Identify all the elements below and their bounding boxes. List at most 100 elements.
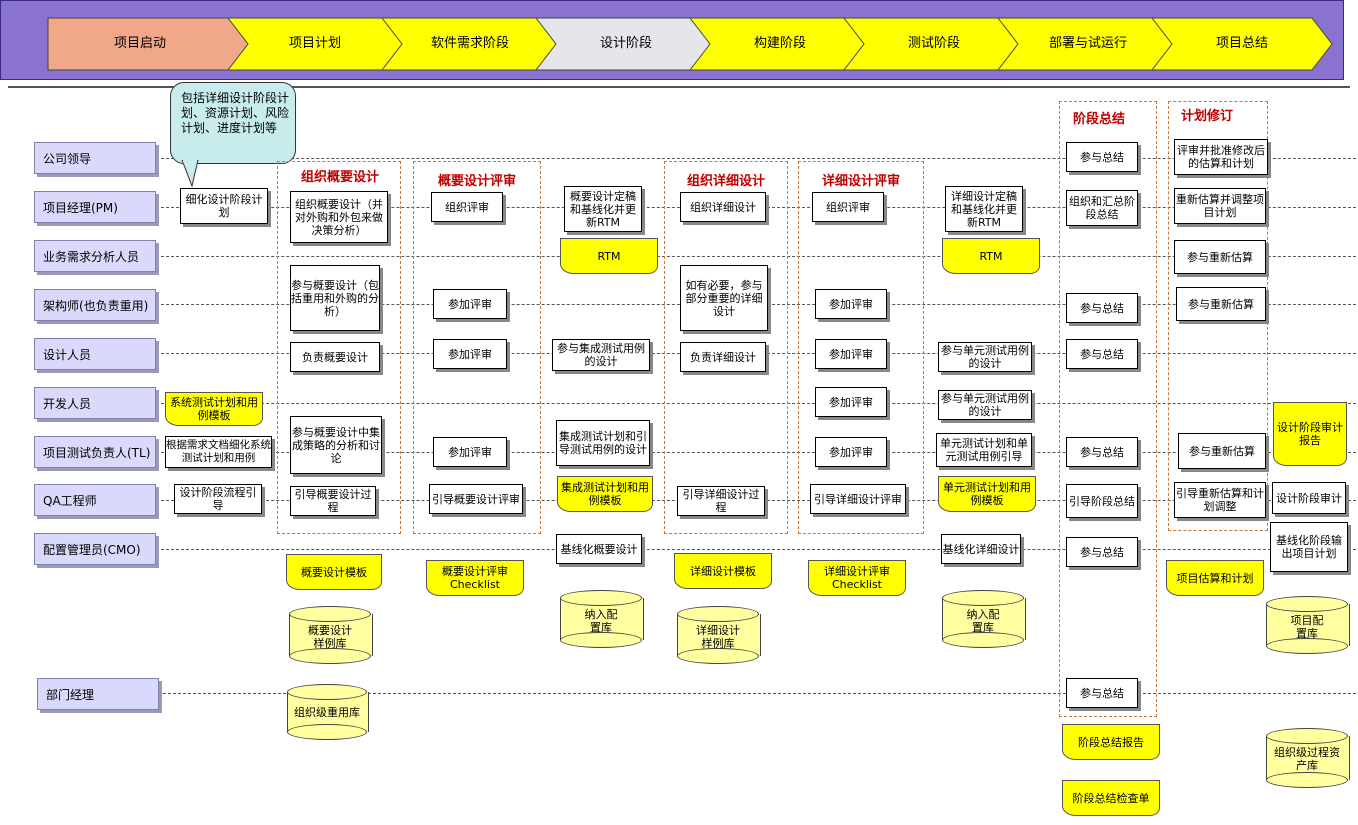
ut-template-doc[interactable]: 单元测试计划和用例模板 — [938, 476, 1036, 512]
org-reuse-db[interactable]: 组织级重用库 — [287, 684, 369, 740]
role-pm: 项目经理(PM) — [34, 191, 156, 223]
title-stage-summary: 阶段总结 — [1072, 112, 1125, 127]
baseline-detail-box[interactable]: 基线化详细设计 — [941, 534, 1021, 564]
join-review-test-1-box[interactable]: 参加评审 — [433, 437, 507, 467]
it-template-doc[interactable]: 集成测试计划和用例模板 — [557, 476, 653, 512]
rev-qa-box[interactable]: 引导重新估算和计划调整 — [1174, 482, 1266, 518]
frame-org-outline — [277, 161, 401, 534]
ut-plan-guide-box[interactable]: 单元测试计划和单元测试用例引导 — [936, 433, 1032, 467]
frame-outline-review — [413, 161, 541, 534]
it-plan-guide-box[interactable]: 集成测试计划和引导测试用例的设计 — [556, 420, 650, 466]
join-review-design-2-box[interactable]: 参加评审 — [815, 339, 887, 369]
phase-label-7: 部署与试运行 — [1048, 36, 1127, 51]
role-leader: 公司领导 — [34, 142, 156, 174]
detail-finalize-box[interactable]: 详细设计定稿和基线化并更新RTM — [945, 186, 1023, 232]
audit-report-doc[interactable]: 设计阶段审计报告 — [1273, 402, 1347, 466]
sum-design-box[interactable]: 参与总结 — [1066, 339, 1138, 369]
rev-arch-box[interactable]: 参与重新估算 — [1176, 287, 1266, 321]
guide-detail-review-box[interactable]: 引导详细设计评审 — [810, 484, 906, 514]
header-divider — [8, 86, 1350, 88]
stage-summary-checklist-doc[interactable]: 阶段总结检查单 — [1062, 780, 1160, 816]
sum-leader-box[interactable]: 参与总结 — [1066, 142, 1138, 172]
rtm-doc-1[interactable]: RTM — [560, 238, 658, 274]
rev-test-box[interactable]: 参与重新估算 — [1178, 433, 1266, 469]
role-architect: 架构师(也负责重用) — [34, 289, 156, 321]
phase-arrow-8[interactable] — [1150, 17, 1333, 71]
config-db-1-label: 纳入配置库 — [584, 608, 618, 634]
config-db-1[interactable]: 纳入配置库 — [560, 590, 644, 648]
join-review-arch-2-box[interactable]: 参加评审 — [815, 289, 887, 319]
rev-pm-box[interactable]: 重新估算并调整项目计划 — [1174, 188, 1266, 224]
frame-stage-summary — [1059, 101, 1157, 717]
sum-guide-box[interactable]: 引导阶段总结 — [1066, 484, 1138, 518]
join-it-case-box[interactable]: 参与集成测试用例的设计 — [552, 339, 650, 371]
phase-label-2: 项目计划 — [288, 36, 341, 51]
sum-test-box[interactable]: 参与总结 — [1066, 437, 1138, 467]
lane-line — [156, 158, 1356, 159]
resp-detail-box[interactable]: 负责详细设计 — [680, 342, 766, 372]
phase-label-1: 项目启动 — [113, 36, 166, 51]
lane-line — [156, 403, 1356, 404]
callout-pointer — [181, 160, 199, 188]
join-review-arch-1-box[interactable]: 参加评审 — [433, 289, 507, 319]
refine-plan-box[interactable]: 细化设计阶段计划 — [180, 188, 268, 224]
title-detail-review: 详细设计评审 — [821, 174, 900, 189]
org-review-1-box[interactable]: 组织评审 — [431, 192, 503, 222]
sum-dept-box[interactable]: 参与总结 — [1066, 678, 1138, 708]
join-ut-design-box[interactable]: 参与单元测试用例的设计 — [938, 342, 1032, 372]
stage-audit-box[interactable]: 设计阶段审计 — [1272, 482, 1346, 514]
guide-detail-box[interactable]: 引导详细设计过程 — [677, 486, 765, 516]
guide-outline-box[interactable]: 引导概要设计过程 — [290, 486, 376, 516]
frame-org-detail — [664, 161, 788, 534]
plan-callout: 包括详细设计阶段计划、资源计划、风险计划、进度计划等 — [170, 82, 296, 164]
project-config-db[interactable]: 项目配置库 — [1266, 596, 1350, 654]
outline-finalize-box[interactable]: 概要设计定稿和基线化并更新RTM — [564, 186, 642, 232]
join-detail-box[interactable]: 如有必要，参与部分重要的详细设计 — [680, 265, 768, 331]
rev-leader-box[interactable]: 评审并批准修改后的估算和计划 — [1174, 139, 1268, 175]
outline-template-doc[interactable]: 概要设计模板 — [286, 554, 382, 590]
guide-outline-review-box[interactable]: 引导概要设计评审 — [429, 484, 523, 514]
rev-ba-box[interactable]: 参与重新估算 — [1174, 240, 1266, 274]
detail-review-checklist-doc[interactable]: 详细设计评审Checklist — [808, 560, 906, 596]
project-config-label: 项目配置库 — [1290, 614, 1324, 640]
role-designer: 设计人员 — [34, 338, 156, 370]
phase-label-6: 测试阶段 — [907, 36, 960, 51]
resp-outline-box[interactable]: 负责概要设计 — [290, 342, 380, 372]
join-outline-test-box[interactable]: 参与概要设计中集成策略的分析和讨论 — [290, 416, 382, 474]
est-plan-doc[interactable]: 项目估算和计划 — [1166, 560, 1264, 596]
detail-samples-label: 详细设计样例库 — [696, 624, 740, 650]
guide-process-box[interactable]: 设计阶段流程引导 — [174, 484, 262, 514]
baseline-outline-box[interactable]: 基线化概要设计 — [556, 534, 642, 564]
detail-template-doc[interactable]: 详细设计模板 — [674, 553, 772, 589]
baseline-output-box[interactable]: 基线化阶段输出项目计划 — [1270, 522, 1348, 572]
sys-test-template-doc[interactable]: 系统测试计划和用例模板 — [165, 392, 263, 426]
config-db-2[interactable]: 纳入配置库 — [942, 590, 1026, 648]
org-outline-design-box[interactable]: 组织概要设计（并对外购和外包来做决策分析） — [290, 191, 388, 243]
org-review-2-box[interactable]: 组织评审 — [812, 192, 884, 222]
test-plan-refine-box[interactable]: 根据需求文档细化系统测试计划和用例 — [165, 436, 272, 468]
detail-samples-db[interactable]: 详细设计样例库 — [677, 606, 761, 664]
guide-process-text: 设计阶段流程引导 — [179, 486, 257, 512]
join-review-design-1-box[interactable]: 参加评审 — [433, 339, 507, 369]
org-detail-design-box[interactable]: 组织详细设计 — [680, 192, 766, 222]
sum-arch-box[interactable]: 参与总结 — [1066, 293, 1138, 323]
role-qa: QA工程师 — [34, 484, 156, 516]
lane-line — [158, 693, 1356, 694]
org-assets-db[interactable]: 组织级过程资产库 — [1266, 728, 1350, 788]
lane-line — [156, 256, 1356, 257]
org-assets-label: 组织级过程资产库 — [1274, 746, 1340, 772]
outline-review-checklist-doc[interactable]: 概要设计评审Checklist — [426, 560, 524, 596]
join-ut-design-dev-box[interactable]: 参与单元测试用例的设计 — [938, 390, 1032, 420]
rtm-doc-2[interactable]: RTM — [942, 238, 1040, 274]
org-reuse-label: 组织级重用库 — [294, 706, 360, 719]
join-outline-box[interactable]: 参与概要设计（包括重用和外购的分析） — [290, 265, 380, 331]
sum-cmo-box[interactable]: 参与总结 — [1066, 537, 1138, 567]
join-review-test-2-box[interactable]: 参加评审 — [815, 437, 887, 467]
phase-label-5: 构建阶段 — [753, 36, 806, 51]
title-outline-review: 概要设计评审 — [437, 174, 516, 189]
stage-summary-report-doc[interactable]: 阶段总结报告 — [1062, 724, 1160, 760]
join-review-dev-2-box[interactable]: 参加评审 — [815, 387, 887, 417]
sum-org-box[interactable]: 组织和汇总阶段总结 — [1066, 190, 1138, 226]
role-cmo: 配置管理员(CMO) — [34, 533, 156, 565]
outline-samples-db[interactable]: 概要设计样例库 — [289, 606, 373, 664]
